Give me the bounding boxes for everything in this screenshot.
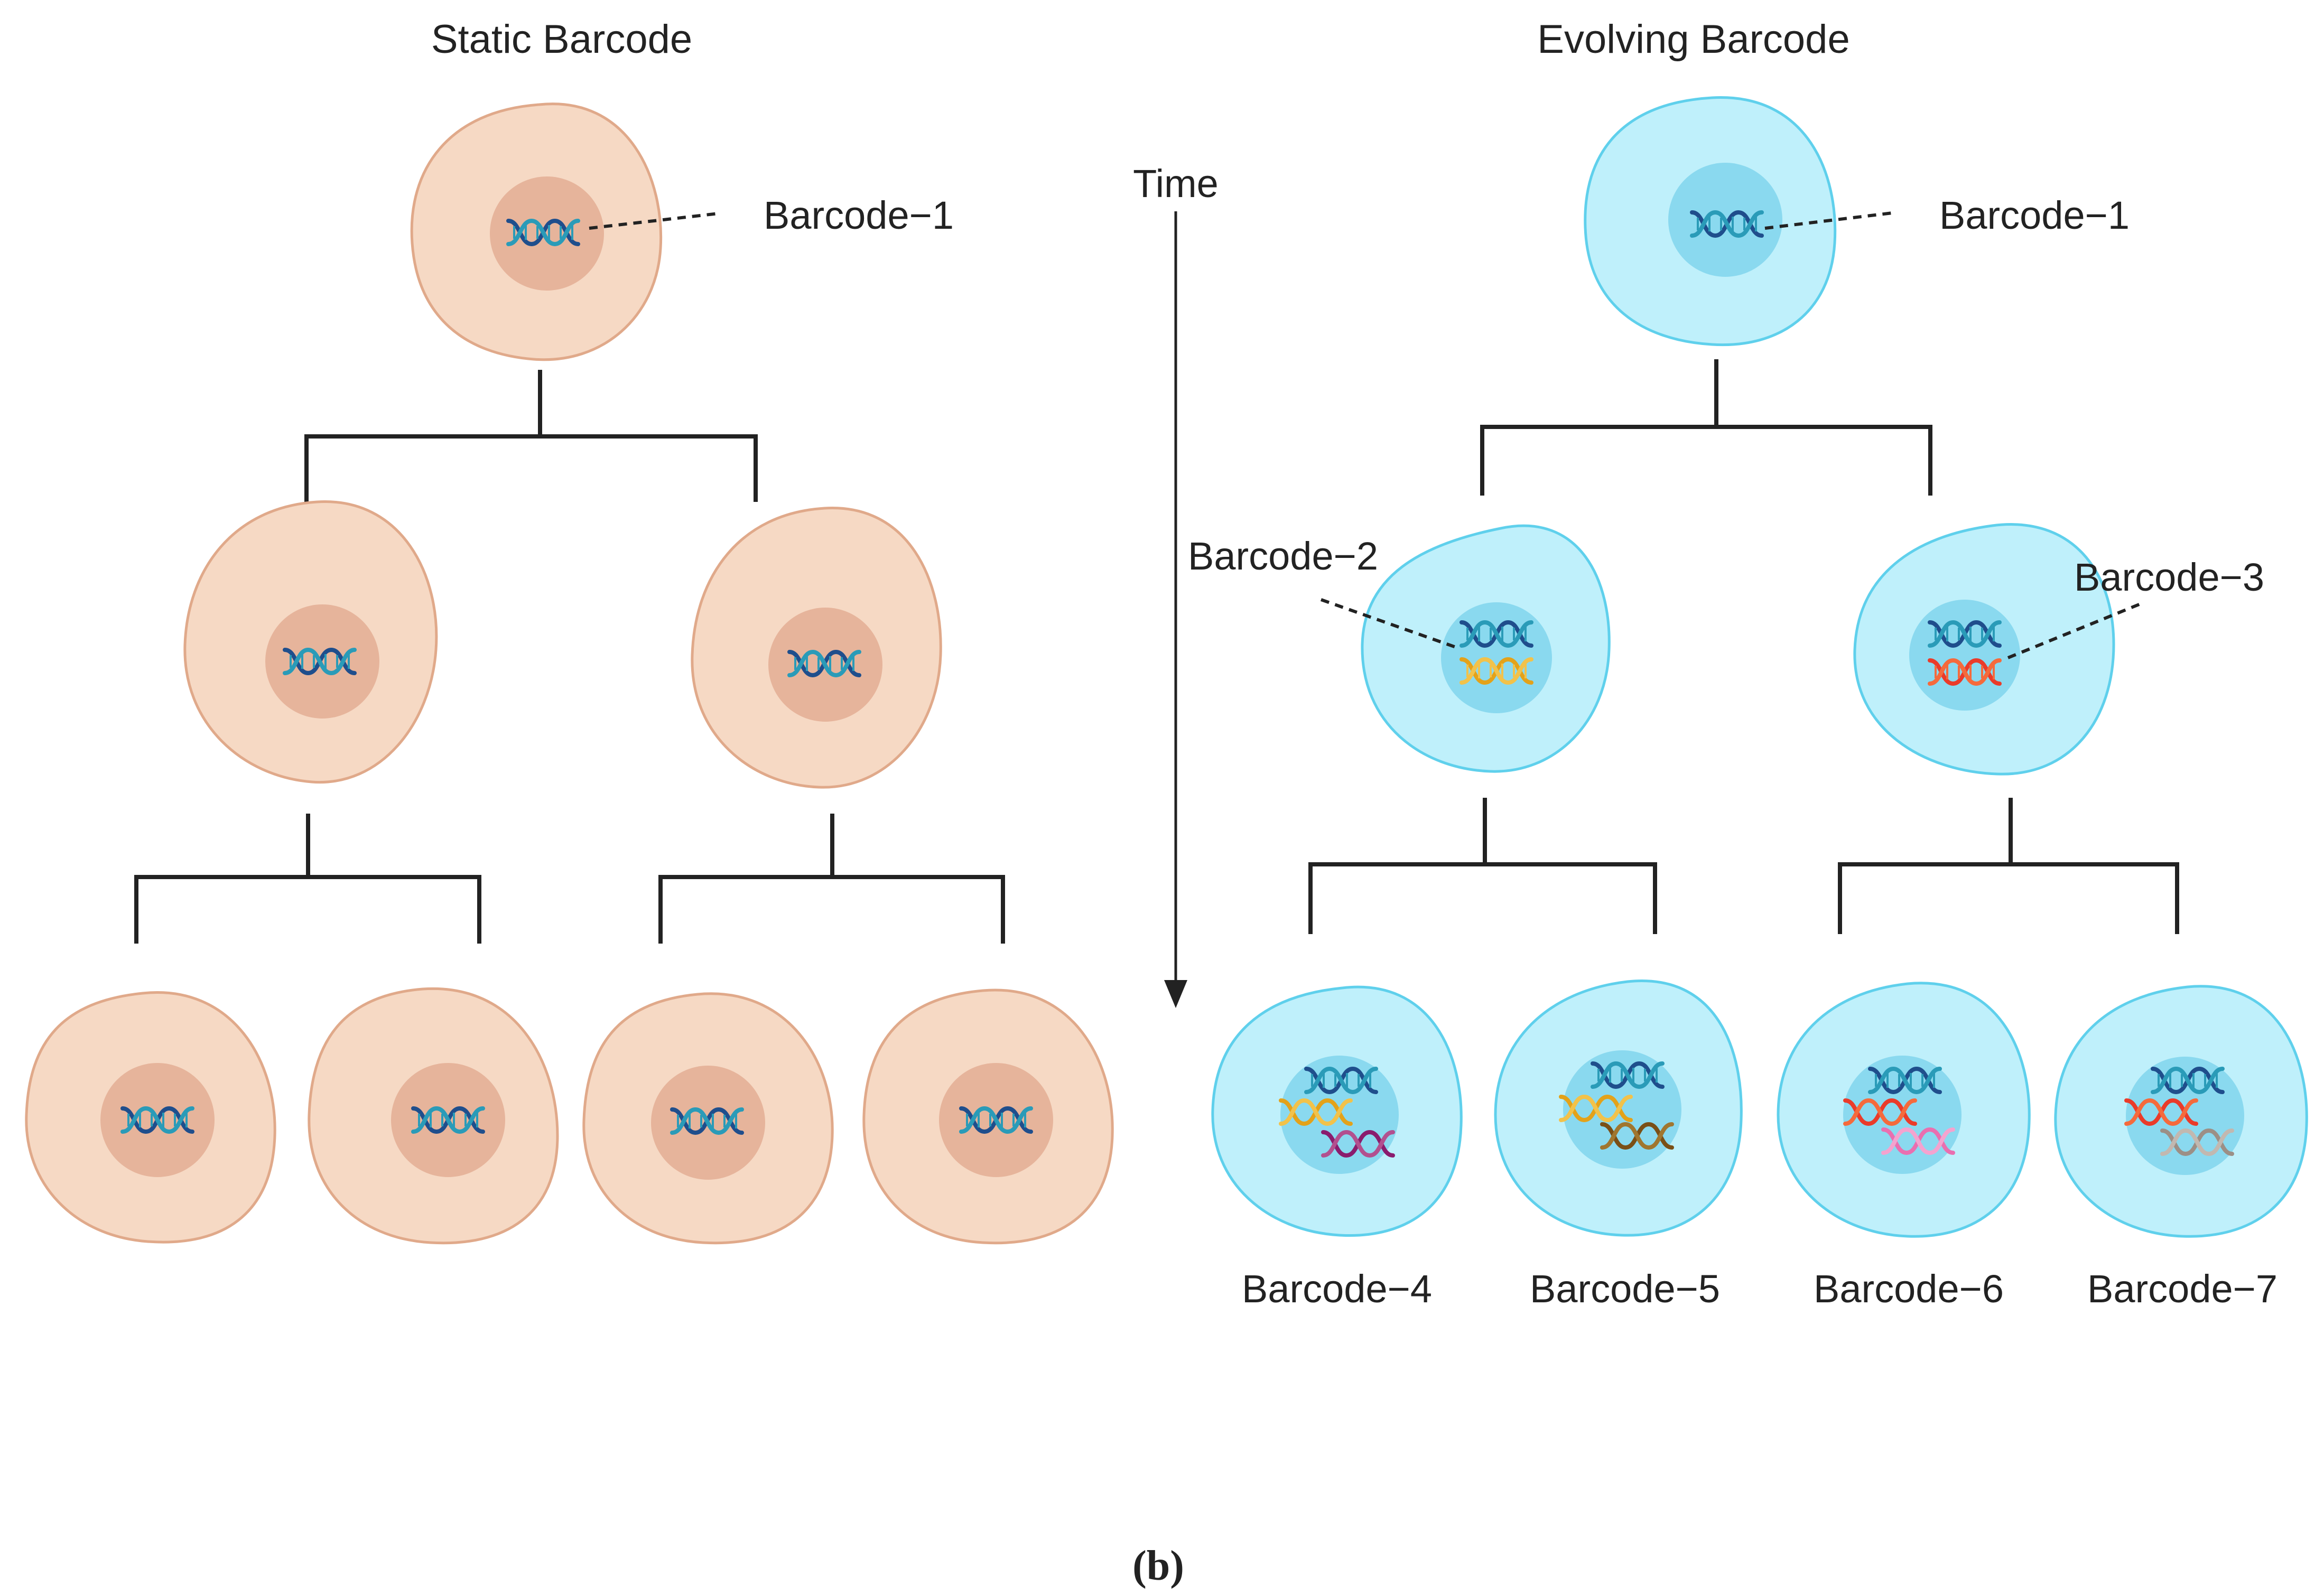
dna-helix-icon — [1881, 1127, 1955, 1155]
static-cell-gen3-4 — [862, 988, 1114, 1245]
time-label: Time — [1133, 162, 1219, 206]
nucleus — [490, 176, 604, 291]
static-tree-lines — [134, 370, 1005, 944]
evolving-cell-gen3-2 — [1494, 980, 1743, 1237]
evolving-gen2-label-left: Barcode−2 — [1188, 534, 1378, 578]
evolving-cell-root — [1584, 96, 1837, 347]
nucleus — [1909, 600, 2020, 711]
dna-helix-icon — [2160, 1128, 2234, 1156]
dna-helix-icon — [1321, 1130, 1395, 1158]
evolving-cell-gen3-3 — [1777, 982, 2031, 1238]
leader-line — [1764, 211, 1898, 230]
static-cell-gen3-1 — [25, 991, 276, 1244]
leader-line — [2007, 601, 2145, 659]
evolving-title: Evolving Barcode — [1537, 17, 1849, 62]
evolving-root-label: Barcode−1 — [1939, 193, 2130, 237]
leader-line — [589, 212, 719, 230]
nucleus — [265, 604, 379, 719]
evolving-gen3-label-3: Barcode−6 — [1814, 1267, 2004, 1311]
static-cell-gen2-right — [691, 507, 942, 789]
static-title: Static Barcode — [431, 17, 692, 62]
evolving-gen3-label-2: Barcode−5 — [1530, 1267, 1720, 1311]
evolving-cell-gen2-right — [1853, 523, 2115, 776]
dna-helix-icon — [1559, 1094, 1633, 1123]
evolving-cell-gen3-4 — [2054, 985, 2308, 1238]
dna-helix-icon — [1279, 1098, 1353, 1126]
dna-helix-icon — [1600, 1122, 1674, 1150]
static-cell-gen2-left — [183, 500, 438, 784]
leader-line — [1321, 598, 1456, 649]
evolving-gen3-label-1: Barcode−4 — [1242, 1267, 1432, 1311]
evolving-tree-lines — [1308, 359, 2179, 934]
arrow-down-icon — [1164, 980, 1187, 1008]
dna-helix-icon — [1460, 657, 1533, 685]
nucleus — [1441, 602, 1552, 713]
dna-helix-icon — [1928, 658, 2002, 686]
evolving-gen2-label-right: Barcode−3 — [2074, 555, 2264, 599]
dna-helix-icon — [1843, 1098, 1917, 1126]
static-cell-root — [410, 102, 663, 361]
static-root-label: Barcode−1 — [764, 193, 954, 237]
evolving-cell-gen3-1 — [1211, 985, 1463, 1237]
static-cell-gen3-3 — [582, 992, 834, 1245]
evolving-gen3-label-4: Barcode−7 — [2087, 1267, 2277, 1311]
evolving-cell-gen2-left — [1361, 524, 1611, 773]
static-cell-gen3-2 — [308, 987, 559, 1245]
figure-caption: (b) — [1132, 1543, 1184, 1589]
dna-helix-icon — [2124, 1098, 2198, 1126]
